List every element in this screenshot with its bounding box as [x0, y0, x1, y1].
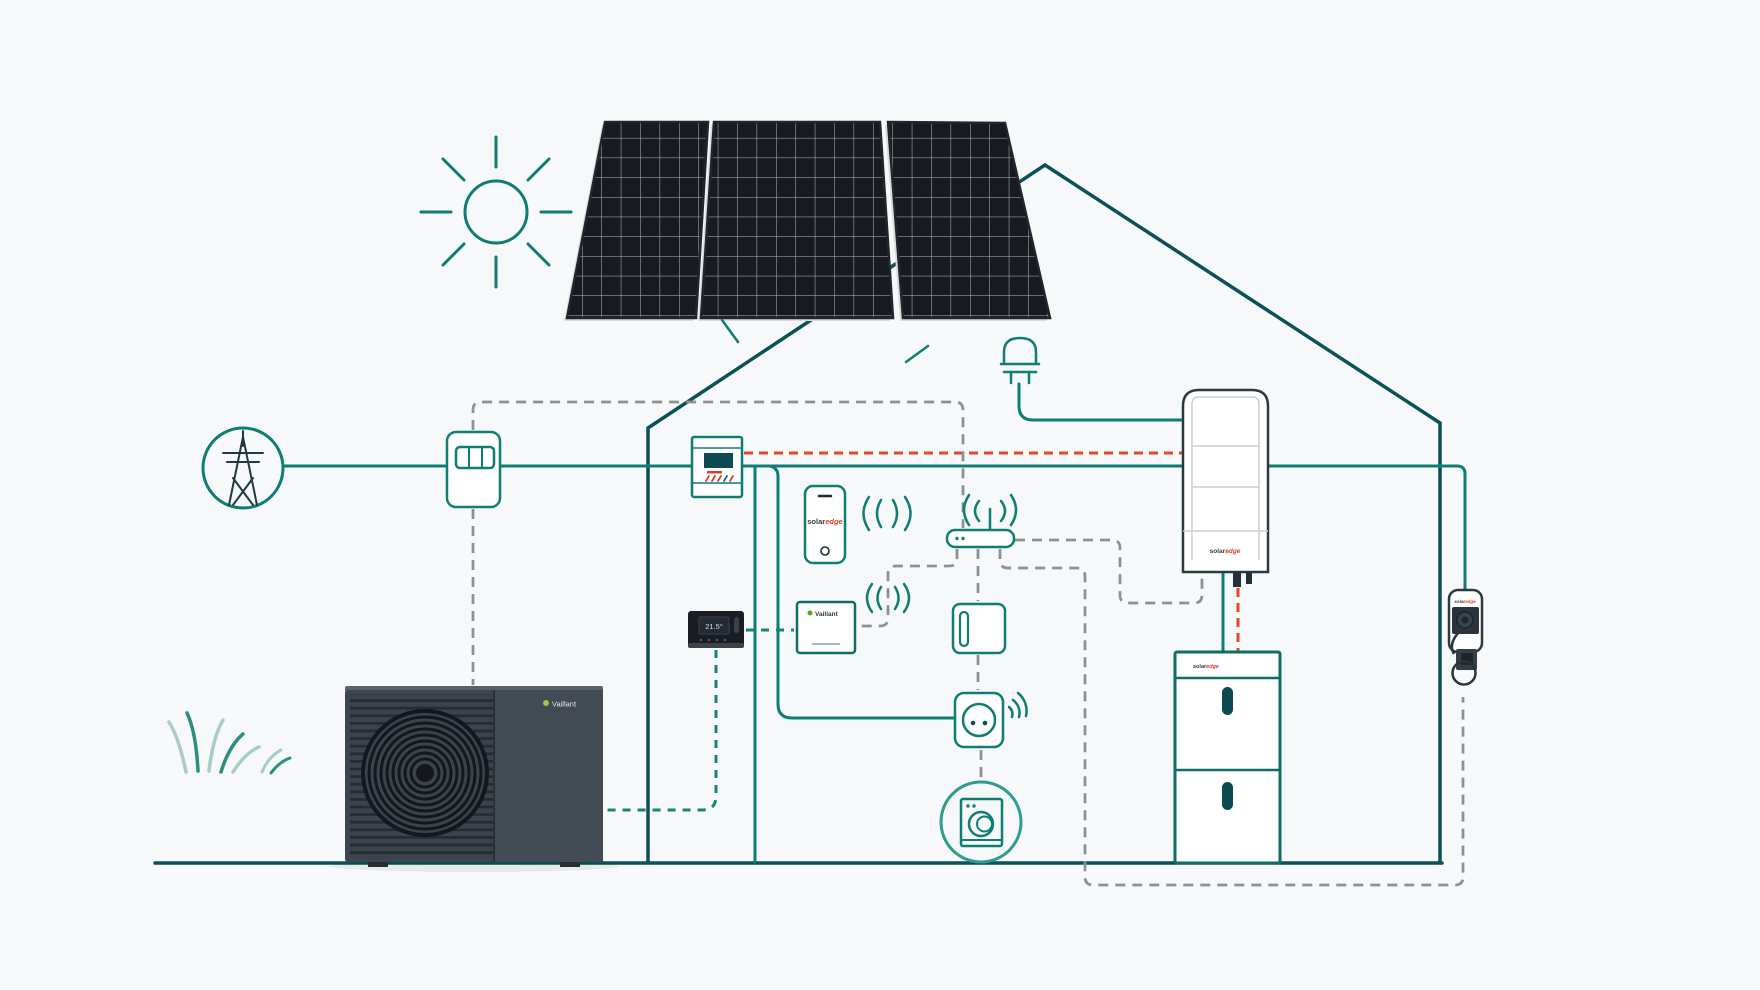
energy-meter-screen	[704, 453, 733, 468]
main-power-line	[281, 464, 1467, 592]
socket-signal-icon	[1007, 691, 1028, 719]
module-vaillant-logo: Vaillant	[815, 611, 839, 618]
router-module-dashed	[858, 549, 959, 628]
thermostat-heatpump-dashed	[606, 650, 718, 812]
washer-door-inner	[976, 815, 993, 833]
panel-cable-stub-right	[904, 344, 930, 364]
solar-panels	[564, 120, 1052, 364]
heat-pump-vaillant-logo: Vaillant	[543, 700, 577, 709]
phone-home-button	[820, 546, 830, 556]
communication-lines	[471, 400, 1465, 887]
router-signal-icon	[962, 493, 1018, 527]
heat-pump: Vaillant	[329, 686, 619, 872]
inverter-solaredge-logo: solaredge	[1210, 548, 1241, 555]
battery-handle	[1222, 782, 1233, 810]
phone-wifi-icon	[862, 495, 912, 532]
grass-icon	[167, 711, 292, 775]
router-inverter-dashed	[1015, 538, 1204, 605]
evcharger-cable-coil	[1451, 660, 1477, 686]
solar-panel-2	[698, 120, 895, 321]
lamp-icon	[999, 336, 1041, 385]
battery-handle	[1222, 687, 1233, 715]
module-wifi-icon	[865, 582, 911, 614]
inverter: solaredge	[1181, 388, 1270, 587]
smartphone: solaredge	[803, 484, 847, 565]
smart-switch-slot	[958, 610, 970, 648]
vaillant-control-lines	[606, 628, 794, 812]
sun-icon	[419, 135, 573, 289]
utility-meter	[445, 430, 502, 509]
washing-machine-icon	[939, 780, 1023, 864]
thermostat-screen	[698, 616, 730, 635]
power-lines	[281, 382, 1467, 864]
thermostat-display: 21.5°	[705, 622, 723, 631]
heat-pump-fan	[361, 709, 489, 837]
energy-meter	[690, 435, 744, 499]
meter-router-dashed	[471, 400, 965, 528]
solar-panel-1	[564, 120, 710, 321]
dc-monitoring-lines	[744, 451, 1240, 652]
inverter-cable-stub	[1246, 572, 1252, 584]
house-outline	[646, 162, 1442, 865]
phone-solaredge-logo: solaredge	[807, 517, 842, 526]
battery: solaredge	[1173, 650, 1282, 865]
router-evcharger-dashed	[998, 549, 1465, 887]
solar-panel-3	[885, 120, 1052, 321]
wifi-router	[945, 493, 1018, 549]
socket-power-line	[768, 464, 955, 720]
panel-cable-stub-left	[720, 318, 740, 344]
evcharger-solaredge-logo: solaredge	[1454, 599, 1476, 604]
vaillant-module: Vaillant	[795, 600, 857, 655]
smart-switch	[951, 602, 1007, 655]
inverter-cable-stub	[1233, 572, 1241, 587]
ev-charger: solaredge	[1447, 588, 1484, 686]
wall-socket	[953, 691, 1005, 749]
grid-pylon-icon	[201, 426, 285, 510]
battery-solaredge-logo: solaredge	[1193, 664, 1219, 670]
lamp-power-line	[1017, 382, 1187, 422]
thermostat: 21.5°	[688, 611, 744, 648]
svg-text:Vaillant: Vaillant	[552, 700, 577, 709]
